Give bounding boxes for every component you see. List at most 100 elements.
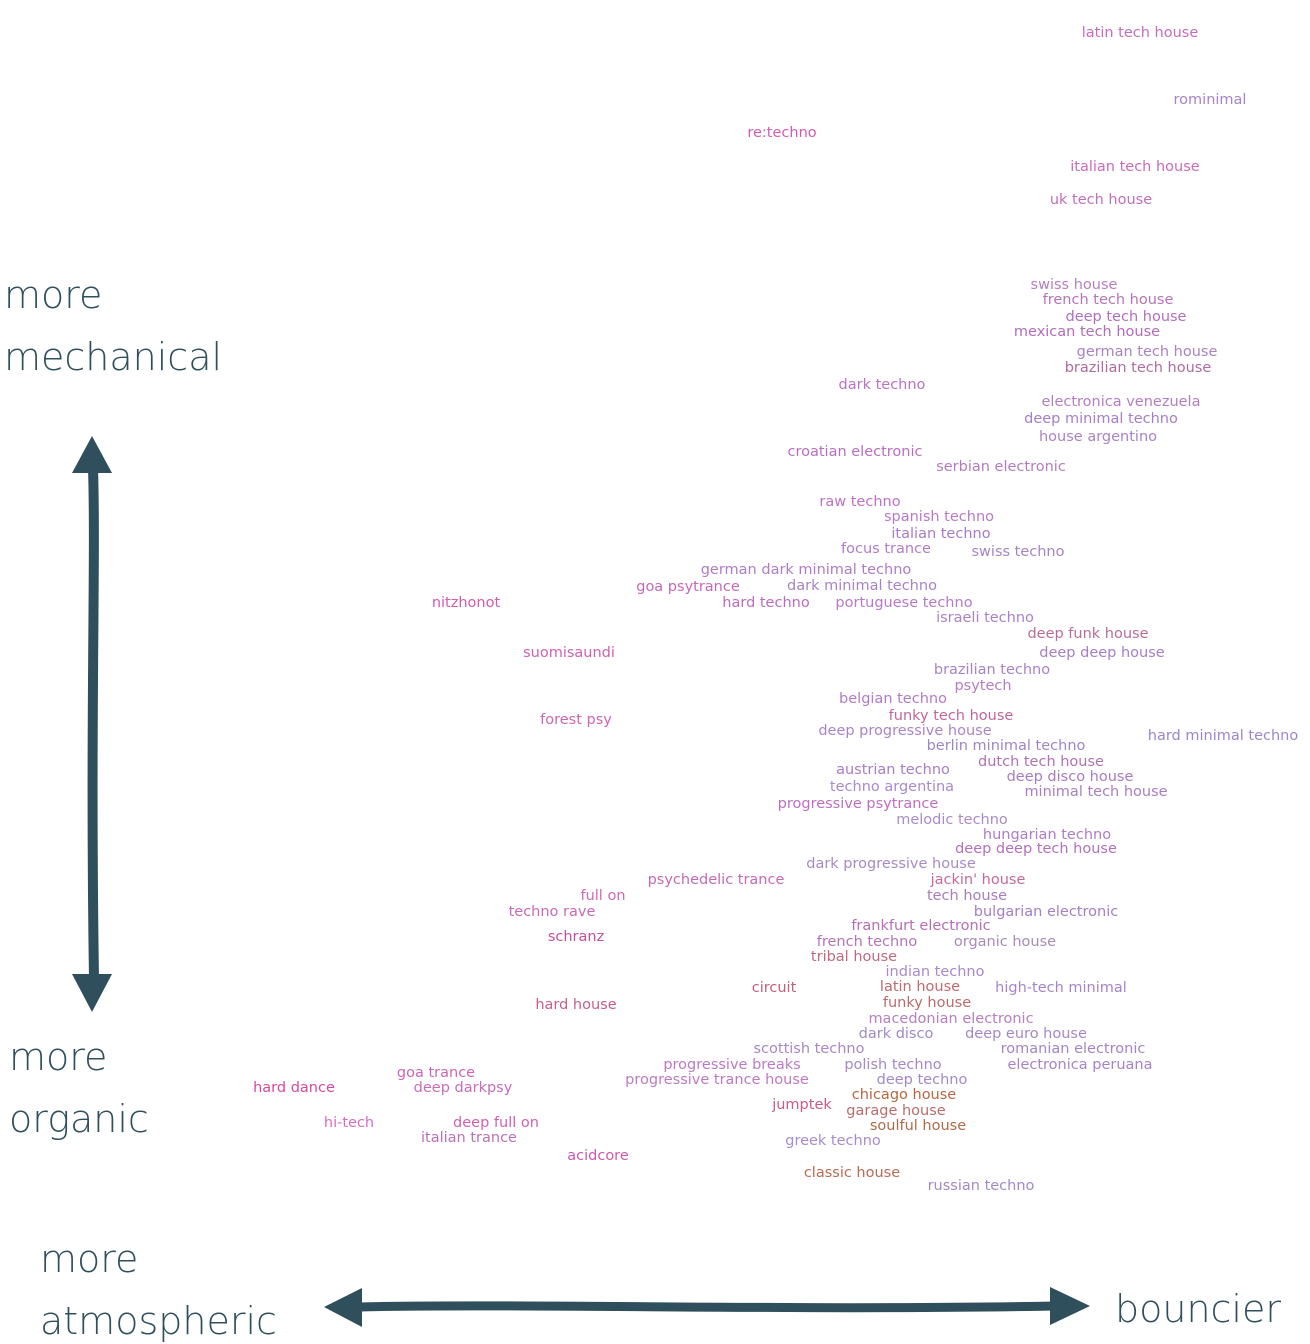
genre-point: suomisaundi xyxy=(523,645,615,661)
genre-point: austrian techno xyxy=(836,762,950,778)
genre-point: deep full on xyxy=(453,1115,539,1131)
genre-point: italian tech house xyxy=(1070,159,1200,175)
genre-point: brazilian tech house xyxy=(1065,360,1212,376)
genre-point: psytech xyxy=(954,678,1011,694)
genre-point: deep techno xyxy=(877,1072,968,1088)
genre-point: italian trance xyxy=(421,1130,517,1146)
genre-point: deep euro house xyxy=(965,1026,1087,1042)
genre-point: acidcore xyxy=(567,1148,629,1164)
y-low-label-line1: more xyxy=(9,1035,107,1079)
genre-point: croatian electronic xyxy=(787,444,922,460)
genre-point: hard house xyxy=(535,997,616,1013)
genre-point: swiss techno xyxy=(972,544,1065,560)
genre-point: circuit xyxy=(752,980,797,996)
genre-point: soulful house xyxy=(870,1118,966,1134)
genre-point: techno rave xyxy=(509,904,596,920)
genre-point: belgian techno xyxy=(839,691,947,707)
genre-point: raw techno xyxy=(819,494,900,510)
genre-point: portuguese techno xyxy=(835,595,972,611)
x-high-label: bouncier xyxy=(1115,1287,1281,1331)
genre-point: brazilian techno xyxy=(934,662,1050,678)
genre-point: chicago house xyxy=(852,1087,957,1103)
genre-point: nitzhonot xyxy=(432,595,501,611)
genre-point: minimal tech house xyxy=(1024,784,1167,800)
genre-point: deep progressive house xyxy=(818,723,991,739)
genre-point: deep deep house xyxy=(1039,645,1165,661)
genre-point: frankfurt electronic xyxy=(851,918,990,934)
genre-point: hi-tech xyxy=(324,1115,374,1131)
genre-point: melodic techno xyxy=(896,812,1008,828)
genre-point: re:techno xyxy=(747,125,816,141)
genre-point: german tech house xyxy=(1077,344,1218,360)
x-low-label: more atmospheric xyxy=(40,1237,277,1343)
y-high-label: more mechanical xyxy=(4,273,222,379)
genre-point: dark techno xyxy=(839,377,926,393)
genre-point: organic house xyxy=(954,934,1056,950)
genre-point: israeli techno xyxy=(936,610,1034,626)
x-axis-arrow xyxy=(324,1287,1090,1327)
x-low-label-line2: atmospheric xyxy=(40,1299,277,1343)
genre-point: hard dance xyxy=(253,1080,335,1096)
genre-point: french tech house xyxy=(1043,292,1174,308)
genre-point: scottish techno xyxy=(754,1041,865,1057)
genre-point: swiss house xyxy=(1031,277,1118,293)
y-high-label-line2: mechanical xyxy=(4,335,222,379)
genre-point: goa psytrance xyxy=(636,579,740,595)
genre-point: jackin' house xyxy=(930,872,1026,888)
genre-point: funky house xyxy=(883,995,971,1011)
genre-point: dark minimal techno xyxy=(787,578,937,594)
genre-point: deep funk house xyxy=(1027,626,1148,642)
genre-point: bulgarian electronic xyxy=(974,904,1118,920)
genre-point: focus trance xyxy=(841,541,931,557)
genre-point: tribal house xyxy=(811,949,897,965)
genre-point: dark disco xyxy=(859,1026,934,1042)
genre-point: dutch tech house xyxy=(978,754,1104,770)
genre-points: latin tech house rominimal re:techno italia… xyxy=(253,25,1298,1194)
genre-point: french techno xyxy=(817,934,918,950)
genre-point: deep minimal techno xyxy=(1024,411,1178,427)
genre-point: rominimal xyxy=(1174,92,1247,108)
genre-point: house argentino xyxy=(1039,429,1157,445)
genre-point: deep disco house xyxy=(1007,769,1134,785)
genre-point: romanian electronic xyxy=(1001,1041,1146,1057)
y-high-label-line1: more xyxy=(4,273,102,317)
genre-point: schranz xyxy=(548,929,604,945)
genre-point: progressive psytrance xyxy=(778,796,939,812)
x-low-label-line1: more xyxy=(40,1237,138,1281)
genre-point: electronica venezuela xyxy=(1042,394,1201,410)
genre-point: german dark minimal techno xyxy=(701,562,912,578)
genre-point: russian techno xyxy=(928,1178,1035,1194)
genre-point: jumptek xyxy=(771,1097,832,1113)
genre-point: macedonian electronic xyxy=(868,1011,1033,1027)
genre-point: goa trance xyxy=(397,1065,475,1081)
genre-point: progressive trance house xyxy=(625,1072,809,1088)
genre-point: polish techno xyxy=(844,1057,941,1073)
arrow-up-icon xyxy=(72,436,112,473)
y-low-label: more organic xyxy=(9,1035,149,1141)
arrow-down-icon xyxy=(72,974,112,1012)
genre-point: latin house xyxy=(880,979,960,995)
genre-point: spanish techno xyxy=(884,509,994,525)
genre-point: high-tech minimal xyxy=(995,980,1127,996)
genre-point: forest psy xyxy=(540,712,612,728)
genre-point: mexican tech house xyxy=(1014,324,1160,340)
genre-point: electronica peruana xyxy=(1008,1057,1153,1073)
genre-point: tech house xyxy=(927,888,1007,904)
genre-point: greek techno xyxy=(785,1133,881,1149)
genre-point: hungarian techno xyxy=(983,827,1111,843)
arrow-left-icon xyxy=(324,1288,362,1327)
genre-point: deep tech house xyxy=(1066,309,1187,325)
genre-point: dark progressive house xyxy=(806,856,976,872)
genre-point: italian techno xyxy=(891,526,990,542)
y-axis-arrow xyxy=(72,436,112,1012)
genre-point: psychedelic trance xyxy=(648,872,785,888)
genre-point: latin tech house xyxy=(1082,25,1199,41)
genre-point: funky tech house xyxy=(889,708,1014,724)
genre-point: full on xyxy=(580,888,625,904)
genre-point: indian techno xyxy=(886,964,985,980)
genre-point: progressive breaks xyxy=(663,1057,800,1073)
y-low-label-line2: organic xyxy=(9,1097,149,1141)
genre-point: garage house xyxy=(846,1103,945,1119)
genre-point: hard minimal techno xyxy=(1148,728,1299,744)
